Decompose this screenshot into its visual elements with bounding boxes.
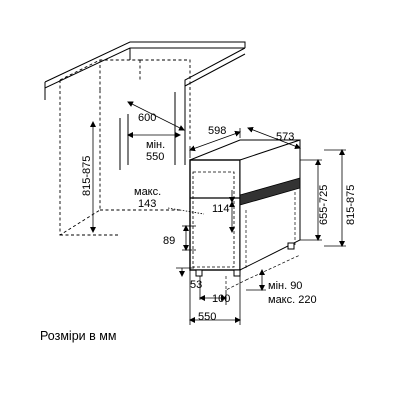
label-plinth-height: 89: [163, 235, 175, 247]
label-depth-total: 550: [198, 311, 216, 323]
dimension-lines: [90, 101, 346, 325]
label-foot-offset: 53: [190, 279, 202, 291]
diagram-caption: Розміри в мм: [40, 329, 116, 343]
label-panel-max-value: 143: [138, 198, 156, 210]
label-depth: 573: [276, 131, 294, 143]
label-width: 598: [208, 125, 226, 137]
label-panel-max: макс.: [134, 186, 161, 198]
label-niche-height: 815-875: [81, 156, 93, 196]
label-plinth-max: макс. 220: [268, 294, 317, 306]
label-height-total: 815-875: [345, 185, 357, 225]
label-niche-depth: 600: [138, 112, 156, 124]
label-plinth-min: мін. 90: [268, 280, 302, 292]
niche-outline: [59, 59, 191, 236]
dishwasher-body: [189, 139, 301, 291]
label-niche-width-value: 550: [146, 151, 164, 163]
countertop: [44, 41, 246, 100]
front-panel-outline: [192, 171, 235, 268]
label-niche-width-min: мін.: [146, 139, 165, 151]
label-panel-height: 114: [212, 203, 230, 215]
label-height-adjust: 655-725: [318, 185, 330, 225]
label-plinth-depth: 100: [212, 293, 230, 305]
